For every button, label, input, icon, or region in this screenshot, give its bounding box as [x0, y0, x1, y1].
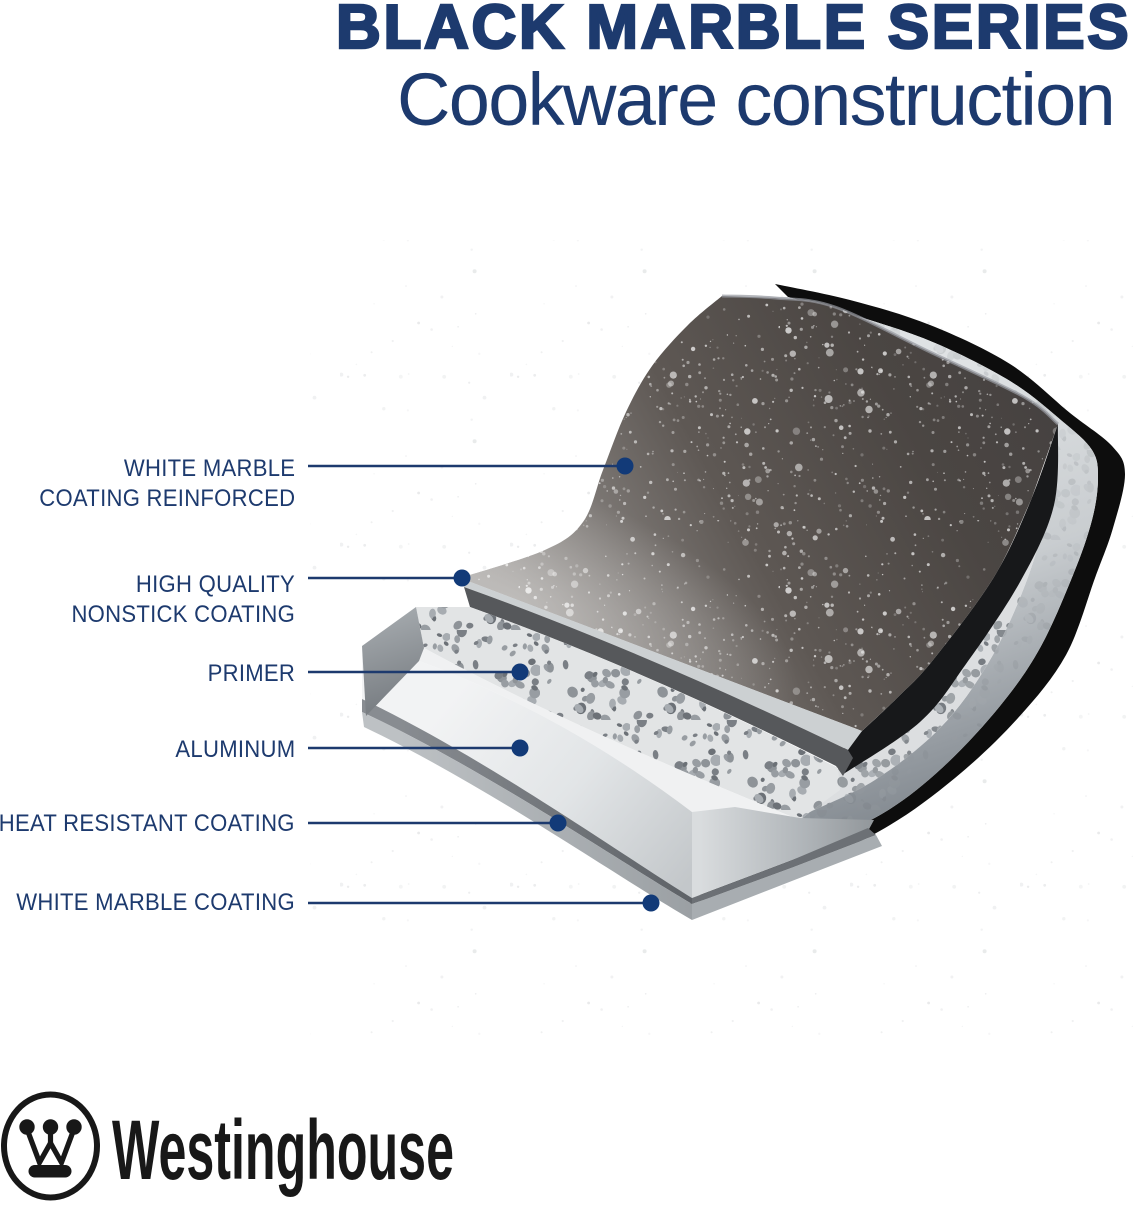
svg-text:Westinghouse: Westinghouse: [112, 1103, 454, 1197]
